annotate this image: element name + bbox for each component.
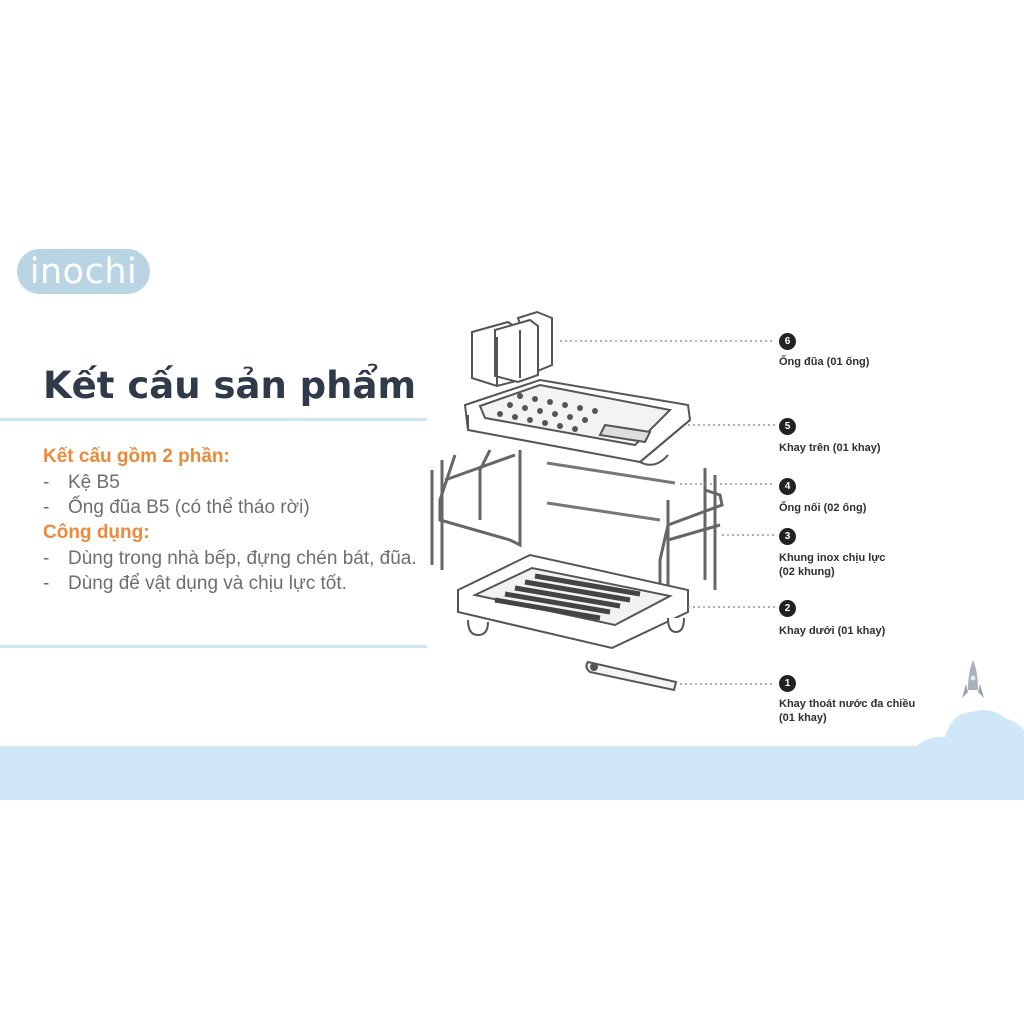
left-frame-drawing <box>430 449 522 570</box>
structure-item-text: Kệ B5 <box>68 472 120 493</box>
part-4-label: Ống nối (02 ống) <box>779 502 867 514</box>
connector-rods-drawing <box>546 461 676 522</box>
drain-tray-drawing <box>585 660 678 692</box>
page-title: Kết cấu sản phẩm <box>43 364 417 407</box>
structure-heading: Kết cấu gồm 2 phần: <box>43 446 230 467</box>
bottom-divider <box>0 645 427 648</box>
usage-item: - Dùng để vật dụng và chịu lực tốt. <box>43 571 427 596</box>
brand-logo: inochi <box>17 249 150 294</box>
description-block: Kết cấu gồm 2 phần: - Kệ B5 - Ống đũa B5… <box>43 444 427 596</box>
part-5-label: Khay trên (01 khay) <box>779 442 881 454</box>
part-6-number: 6 <box>779 333 796 350</box>
leader-lines <box>560 340 775 685</box>
usage-item-text: Dùng trong nhà bếp, đựng chén bát, đũa. <box>68 548 417 569</box>
upper-tray-drawing <box>463 378 692 466</box>
footer-band <box>0 746 1024 800</box>
structure-item: - Kệ B5 <box>43 470 427 495</box>
structure-item: - Ống đũa B5 (có thể tháo rời) <box>43 495 427 520</box>
structure-item-text: Ống đũa B5 (có thể tháo rời) <box>68 497 310 518</box>
bullet-dash: - <box>43 573 50 594</box>
part-2-label: Khay dưới (01 khay) <box>779 625 886 637</box>
lower-tray-drawing <box>457 553 689 650</box>
part-3-label: Khung inox chịu lực (02 khung) <box>779 552 886 578</box>
rocket-cloud-decoration <box>915 660 1024 747</box>
bullet-dash: - <box>43 472 50 493</box>
part-1-label: Khay thoát nước đa chiều (01 khay) <box>779 698 916 724</box>
usage-item-text: Dùng để vật dụng và chịu lực tốt. <box>68 573 347 594</box>
part-5-number: 5 <box>779 418 796 435</box>
part-4-number: 4 <box>779 478 796 495</box>
top-divider <box>0 418 427 421</box>
part-1-number: 1 <box>779 675 796 692</box>
usage-item: - Dùng trong nhà bếp, đựng chén bát, đũa… <box>43 546 427 571</box>
part-3-number: 3 <box>779 528 796 545</box>
bullet-dash: - <box>43 548 50 569</box>
usage-heading: Công dụng: <box>43 522 150 543</box>
chopstick-holder-drawing <box>471 310 553 388</box>
bullet-dash: - <box>43 497 50 518</box>
part-6-label: Ống đũa (01 ống) <box>779 356 870 368</box>
part-2-number: 2 <box>779 600 796 617</box>
